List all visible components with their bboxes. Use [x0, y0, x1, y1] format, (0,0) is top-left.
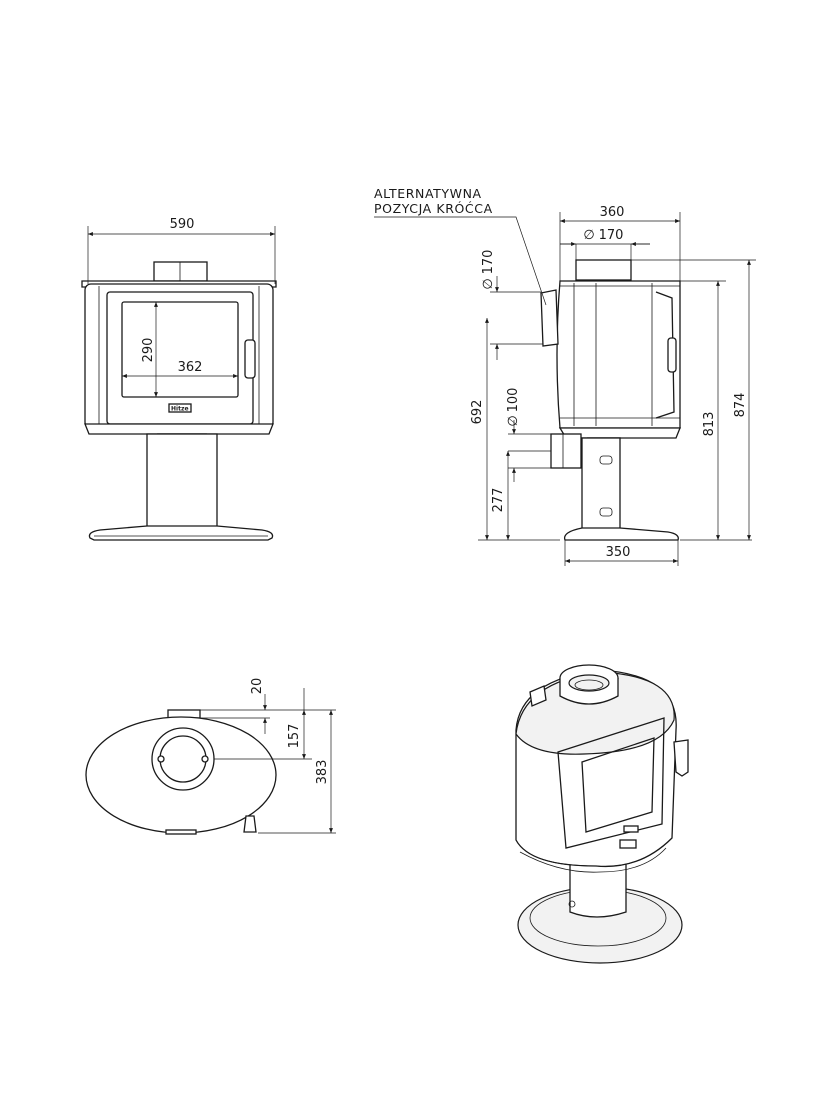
diameter-symbol: ∅ [583, 228, 594, 243]
front-logo-plate [168, 403, 192, 413]
note-leader [374, 216, 547, 306]
glass-height-value: 290 [141, 338, 156, 363]
side-base [563, 527, 679, 541]
isometric-view [515, 664, 689, 964]
alternative-flue-note: ALTERNATYWNA POZYCJA KRÓĆCA [374, 186, 547, 306]
side-view [540, 259, 681, 541]
rear-flue-height-value: 692 [470, 400, 485, 425]
iso-handle [673, 739, 689, 777]
air-inlet-value: 100 [506, 388, 521, 413]
front-width-value: 590 [170, 217, 195, 232]
iso-rear-stub [529, 685, 547, 707]
base-depth-value: 350 [606, 545, 631, 560]
diameter-symbol-inlet: ∅ [506, 415, 521, 426]
iso-top-face [515, 671, 675, 755]
rear-flue-stub [540, 289, 559, 347]
front-view: Hitze [81, 261, 277, 541]
side-pedestal [581, 437, 621, 531]
iso-door [557, 717, 665, 849]
note-line-1: ALTERNATYWNA [374, 186, 482, 201]
flue-top-value: 170 [599, 228, 624, 243]
side-flue-collar [575, 259, 632, 281]
diameter-symbol-rear: ∅ [481, 278, 496, 289]
side-dimensions: 360 ∅ 170 170 ∅ 100 ∅ 692 277 [470, 205, 756, 566]
iso-glass [581, 737, 655, 833]
note-line-2: POZYCJA KRÓĆCA [374, 201, 493, 216]
top-depth-value: 383 [315, 760, 330, 785]
iso-ash-lip [619, 839, 637, 849]
top-dimensions: 20 157 383 [200, 678, 336, 834]
front-pedestal [146, 433, 218, 529]
flue-center-value: 157 [287, 724, 302, 749]
side-depth-value: 360 [600, 205, 625, 220]
air-inlet-height-value: 277 [491, 488, 506, 513]
iso-logo-plate [623, 825, 639, 833]
front-base [88, 525, 274, 541]
front-flue-collar [153, 261, 208, 282]
front-door-handle [244, 339, 256, 379]
side-door-handle [667, 337, 677, 373]
body-height-value: 813 [702, 412, 717, 437]
total-height-value: 874 [733, 393, 748, 418]
top-front-strip [165, 829, 197, 835]
front-glass [121, 301, 239, 398]
brand-mark: Hitze [171, 406, 189, 413]
offset-value: 20 [250, 678, 265, 695]
flue-rear-value: 170 [481, 250, 496, 275]
top-view [85, 709, 277, 835]
top-handle [243, 815, 257, 833]
air-inlet [550, 433, 582, 469]
glass-width-value: 362 [178, 360, 203, 375]
side-body [556, 280, 681, 429]
front-dimensions: 590 290 362 [87, 217, 276, 397]
front-bottom-strip [84, 423, 274, 435]
